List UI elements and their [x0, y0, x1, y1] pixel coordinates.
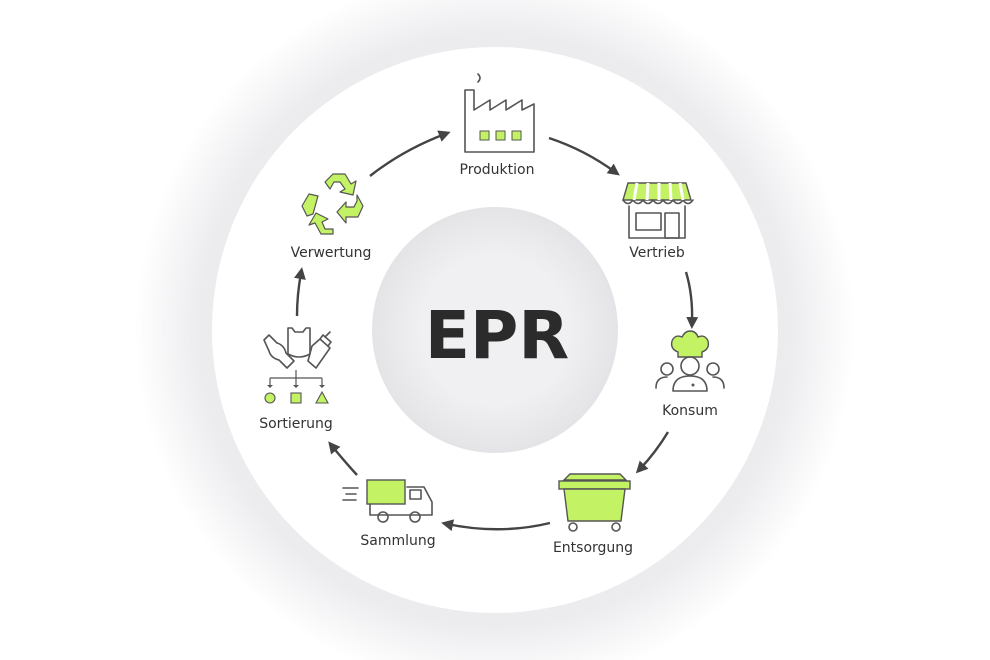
cycle-arrows [294, 130, 699, 532]
arrow-verwertung-produktion [369, 130, 451, 177]
stage-label-verwertung: Verwertung [291, 245, 372, 261]
arrow-produktion-vertrieb [548, 136, 620, 176]
inner-circle [372, 207, 618, 453]
factory-icon [464, 73, 535, 153]
stage-label-entsorgung: Entsorgung [553, 540, 633, 556]
stage-label-konsum: Konsum [662, 403, 718, 419]
center-title: EPR [425, 297, 569, 374]
stage-label-sortierung: Sortierung [259, 416, 333, 432]
truck-icon [342, 479, 433, 523]
stage-label-sammlung: Sammlung [360, 533, 435, 549]
shop-icon [622, 182, 694, 239]
arrow-vertrieb-konsum [684, 271, 699, 329]
sorting-icon [263, 327, 332, 404]
stage-label-produktion: Produktion [460, 162, 535, 178]
arrow-konsum-entsorgung [635, 431, 670, 474]
consumers-icon [655, 330, 725, 392]
arrow-entsorgung-sammlung [441, 519, 551, 532]
arrow-sammlung-sortierung [328, 441, 358, 476]
recycle-icon [301, 173, 364, 235]
stage-label-vertrieb: Vertrieb [629, 245, 685, 261]
waste-container-icon [558, 473, 631, 532]
arrow-sortierung-verwertung [294, 267, 306, 317]
